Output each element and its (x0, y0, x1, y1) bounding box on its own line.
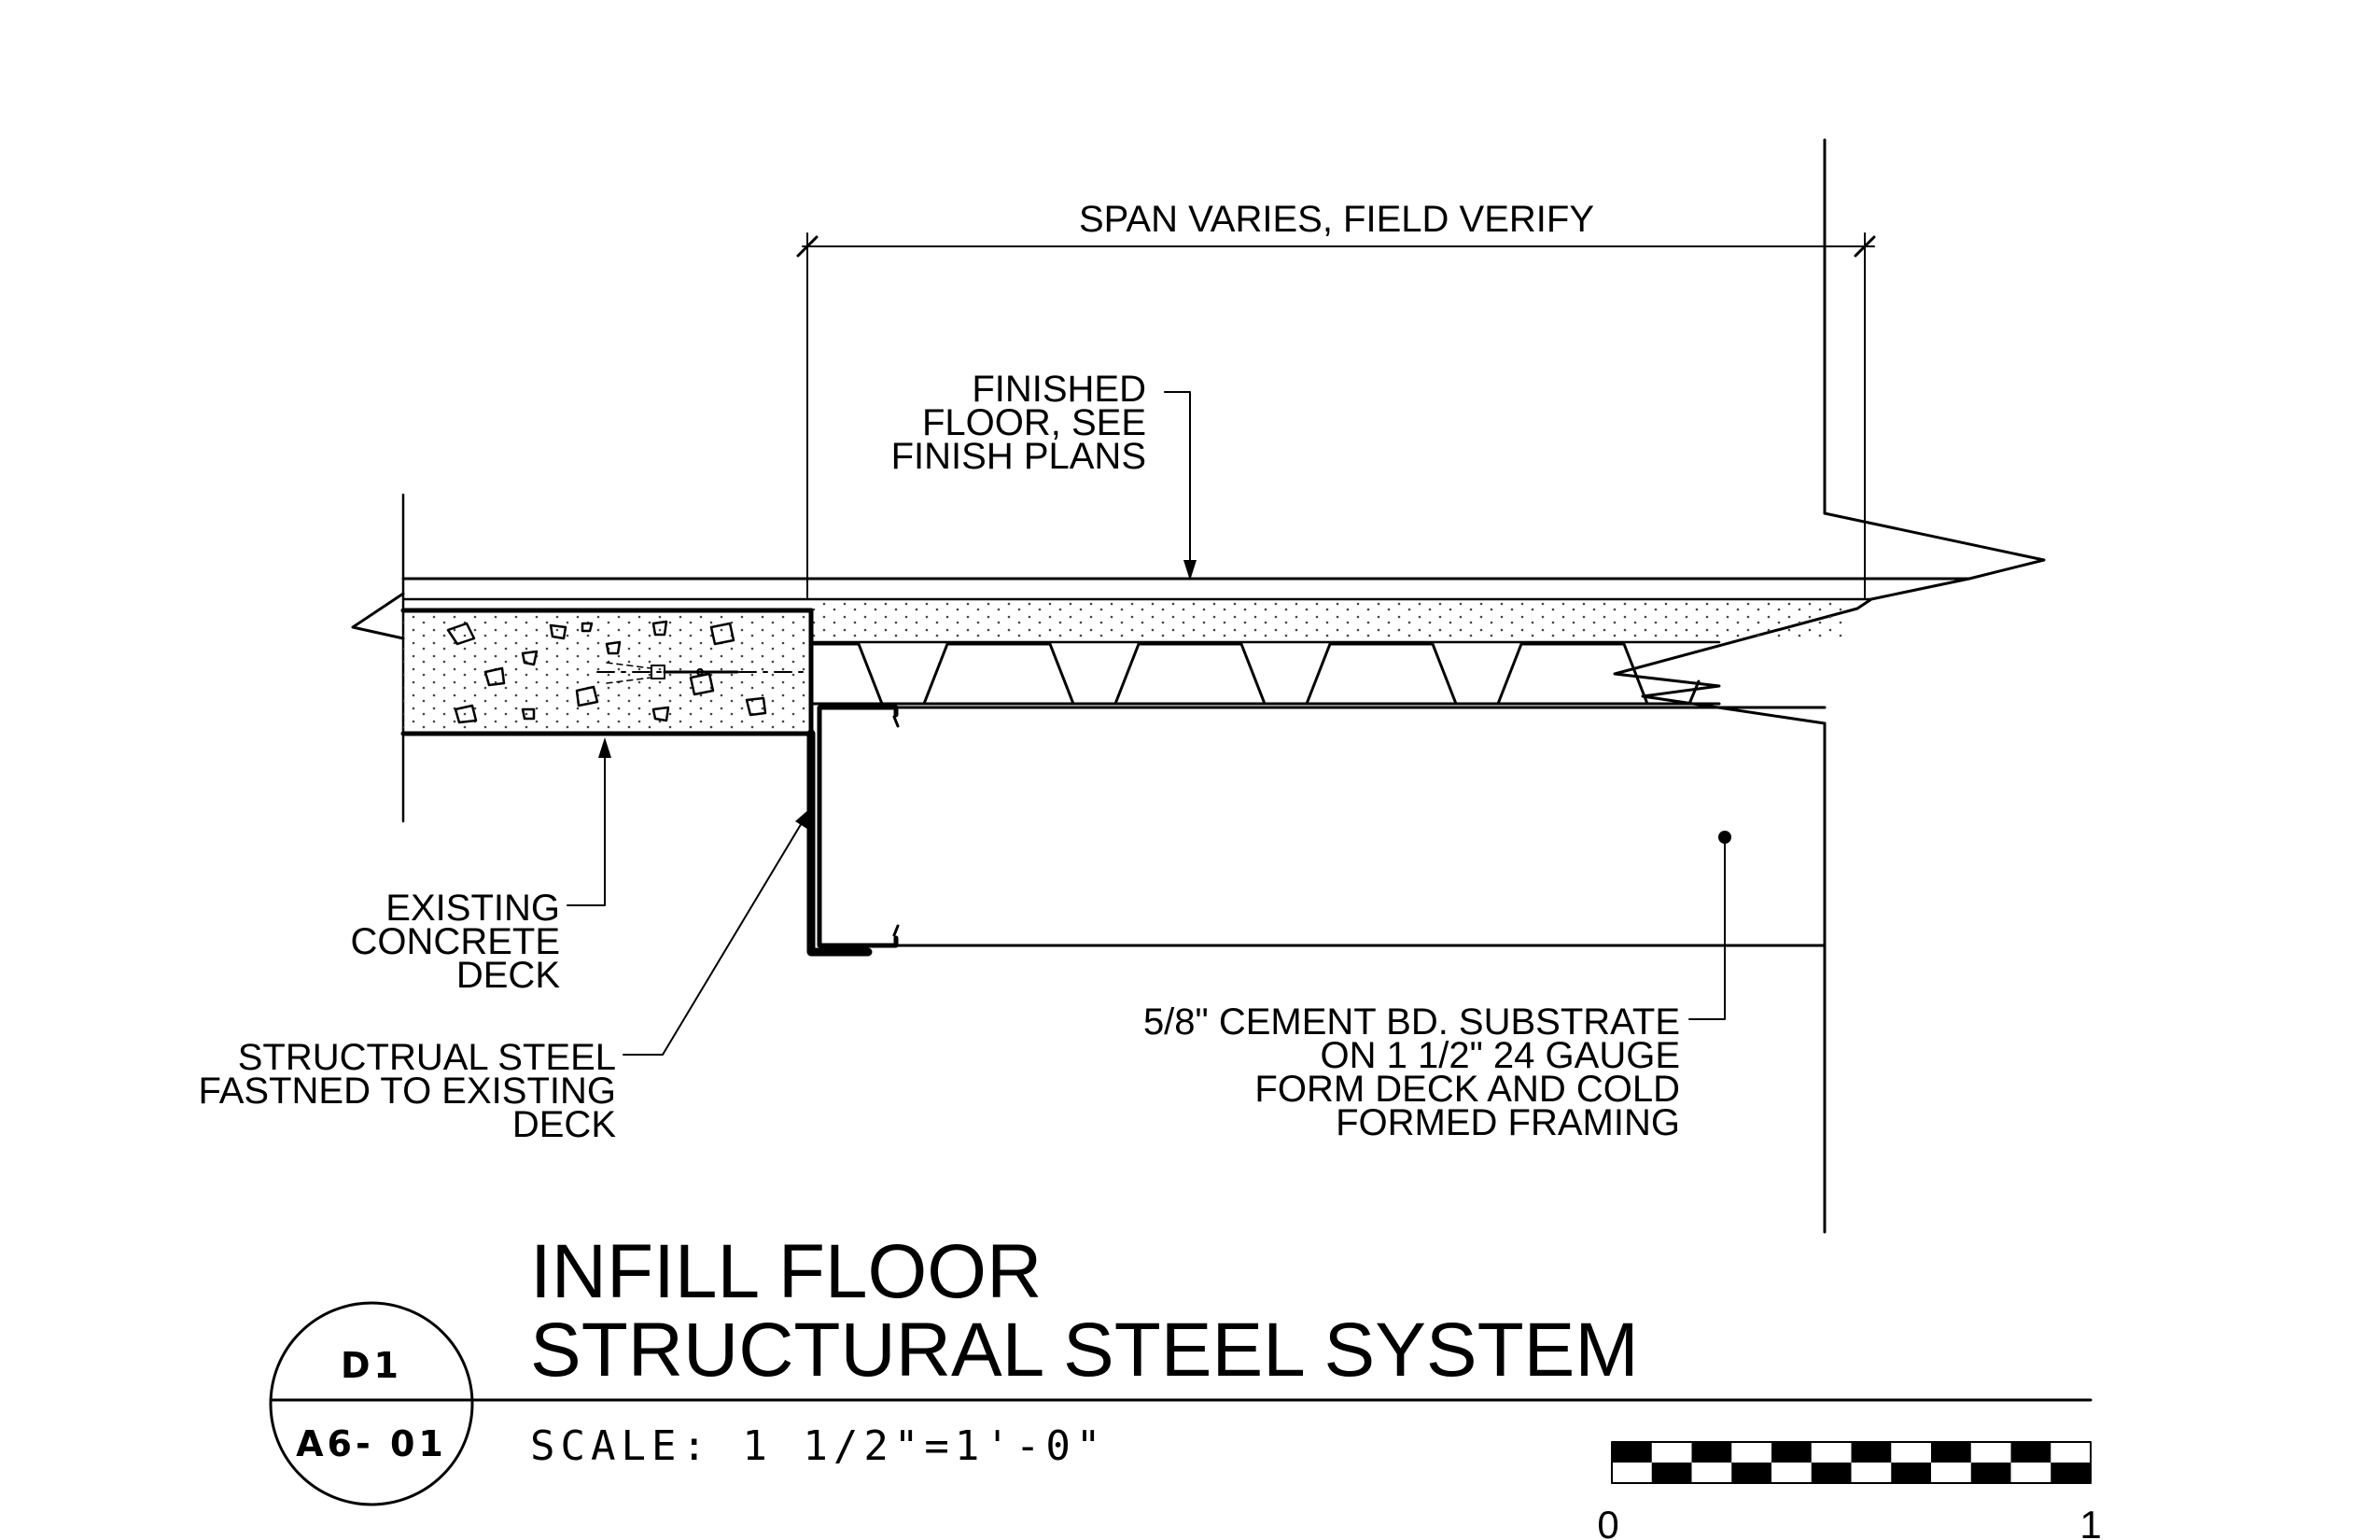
svg-text:STRUCTURAL STEEL SYSTEM: STRUCTURAL STEEL SYSTEM (530, 1308, 1639, 1393)
note-existing-deck: EXISTING CONCRETE DECK (351, 888, 561, 996)
scale-bar-start: 0 (1597, 1503, 1618, 1540)
finished-floor (401, 577, 1971, 601)
existing-concrete-deck (400, 608, 814, 736)
cold-formed-framing (817, 705, 1827, 948)
svg-text:ON 1 1/2" 24 GAUGE: ON 1 1/2" 24 GAUGE (1321, 1035, 1680, 1076)
break-line-left (351, 592, 405, 640)
svg-text:FORM DECK AND COLD: FORM DECK AND COLD (1254, 1069, 1680, 1110)
svg-text:CONCRETE: CONCRETE (351, 921, 560, 962)
svg-text:FINISHED: FINISHED (972, 369, 1146, 410)
leader-lines (567, 391, 1726, 1056)
svg-text:DECK: DECK (456, 955, 560, 996)
drawing-title: INFILL FLOOR STRUCTURAL STEEL SYSTEM (530, 1229, 1639, 1393)
scale-bar-end: 1 (2079, 1503, 2101, 1540)
svg-text:INFILL FLOOR: INFILL FLOOR (530, 1229, 1042, 1314)
detail-number: D1 (341, 1345, 402, 1386)
span-dimension (796, 232, 1876, 598)
svg-text:FORMED FRAMING: FORMED FRAMING (1336, 1102, 1680, 1143)
scale-bar (1611, 1441, 2092, 1484)
svg-text:FINISH PLANS: FINISH PLANS (891, 436, 1146, 477)
note-cement-board: 5/8" CEMENT BD. SUBSTRATE ON 1 1/2" 24 G… (1143, 1001, 1680, 1143)
svg-text:DECK: DECK (512, 1104, 616, 1145)
sheet-number: A6- 01 (296, 1423, 447, 1464)
form-deck (810, 642, 1721, 706)
note-structural-steel: STRUCTRUAL STEEL FASTNED TO EXISTING DEC… (199, 1037, 617, 1145)
dimension-label: SPAN VARIES, FIELD VERIFY (1079, 199, 1594, 240)
svg-text:FLOOR, SEE: FLOOR, SEE (922, 402, 1146, 443)
cement-board-hatch (812, 602, 1848, 639)
svg-text:5/8" CEMENT BD. SUBSTRATE: 5/8" CEMENT BD. SUBSTRATE (1143, 1001, 1680, 1043)
svg-text:STRUCTRUAL STEEL: STRUCTRUAL STEEL (238, 1037, 616, 1078)
note-finished-floor: FINISHED FLOOR, SEE FINISH PLANS (891, 369, 1146, 477)
scale-note: SCALE: 1 1/2"=1'-0" (530, 1422, 1106, 1470)
detail-tag (269, 1301, 474, 1506)
svg-text:SPAN VARIES, FIELD VERIFY: SPAN VARIES, FIELD VERIFY (1079, 199, 1594, 240)
structural-steel-angle (806, 729, 873, 957)
svg-text:EXISTING: EXISTING (385, 888, 560, 929)
svg-text:FASTNED TO EXISTING: FASTNED TO EXISTING (199, 1071, 617, 1112)
break-line-right (1613, 511, 2046, 725)
